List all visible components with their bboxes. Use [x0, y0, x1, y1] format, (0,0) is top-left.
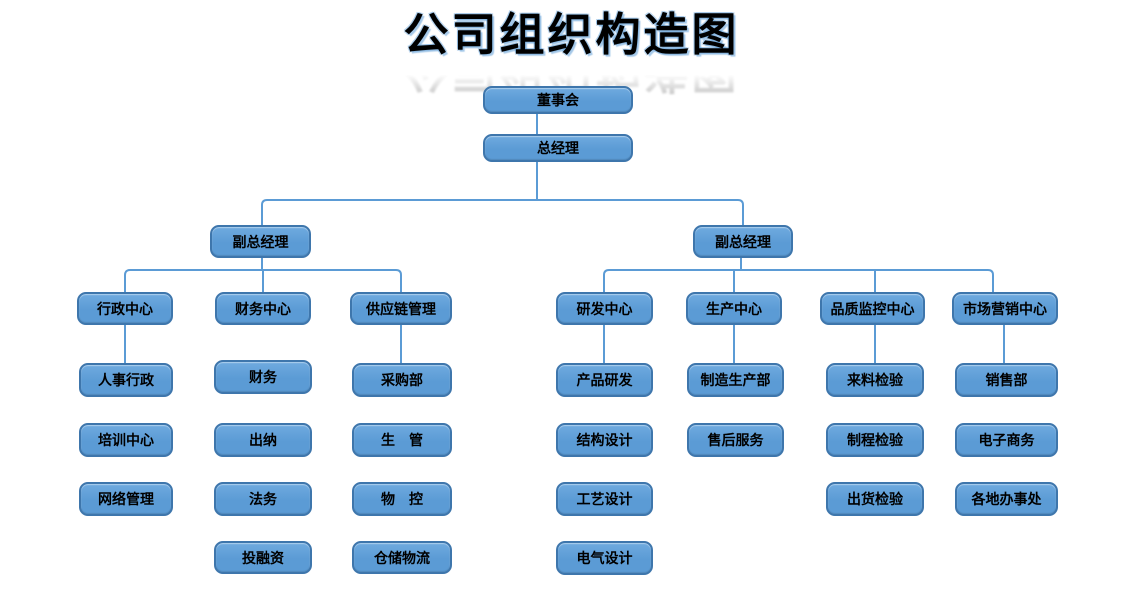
org-node-network-management: 网络管理 [79, 482, 173, 516]
org-node-regional-offices: 各地办事处 [955, 482, 1058, 516]
org-node-production-control: 生 管 [352, 423, 452, 457]
org-node-cashier: 出纳 [214, 423, 312, 457]
org-node-product-rd: 产品研发 [556, 363, 653, 397]
org-node-finance-center: 财务中心 [215, 292, 311, 325]
org-node-admin-center: 行政中心 [77, 292, 173, 325]
org-node-process-inspection: 制程检验 [826, 423, 924, 457]
org-node-hr-admin: 人事行政 [79, 363, 173, 397]
org-node-material-control: 物 控 [352, 482, 452, 516]
org-node-investment-financing: 投融资 [214, 541, 312, 574]
org-node-vp-right: 副总经理 [693, 225, 793, 258]
org-node-rd-center: 研发中心 [556, 292, 653, 325]
org-node-training-center: 培训中心 [79, 423, 173, 457]
org-node-process-design: 工艺设计 [556, 482, 653, 516]
org-node-legal: 法务 [214, 482, 312, 516]
org-node-manufacturing: 制造生产部 [687, 363, 784, 397]
org-node-electrical-design: 电气设计 [556, 541, 653, 575]
org-node-ecommerce: 电子商务 [955, 423, 1058, 457]
org-node-finance: 财务 [214, 360, 312, 394]
org-node-general-manager: 总经理 [483, 134, 633, 162]
org-node-supply-chain: 供应链管理 [350, 292, 452, 325]
org-node-warehouse-logistics: 仓储物流 [352, 541, 452, 574]
org-node-marketing-center: 市场营销中心 [952, 292, 1058, 325]
org-node-quality-center: 品质监控中心 [820, 292, 925, 325]
org-node-incoming-inspection: 来料检验 [826, 363, 924, 397]
org-node-purchasing: 采购部 [352, 363, 452, 397]
org-node-structure-design: 结构设计 [556, 423, 653, 457]
org-node-outgoing-inspection: 出货检验 [826, 482, 924, 516]
org-node-vp-left: 副总经理 [210, 225, 311, 258]
org-node-production-center: 生产中心 [686, 292, 782, 325]
org-node-after-sales: 售后服务 [687, 423, 784, 457]
org-node-sales: 销售部 [955, 363, 1058, 397]
org-node-board: 董事会 [483, 86, 633, 114]
